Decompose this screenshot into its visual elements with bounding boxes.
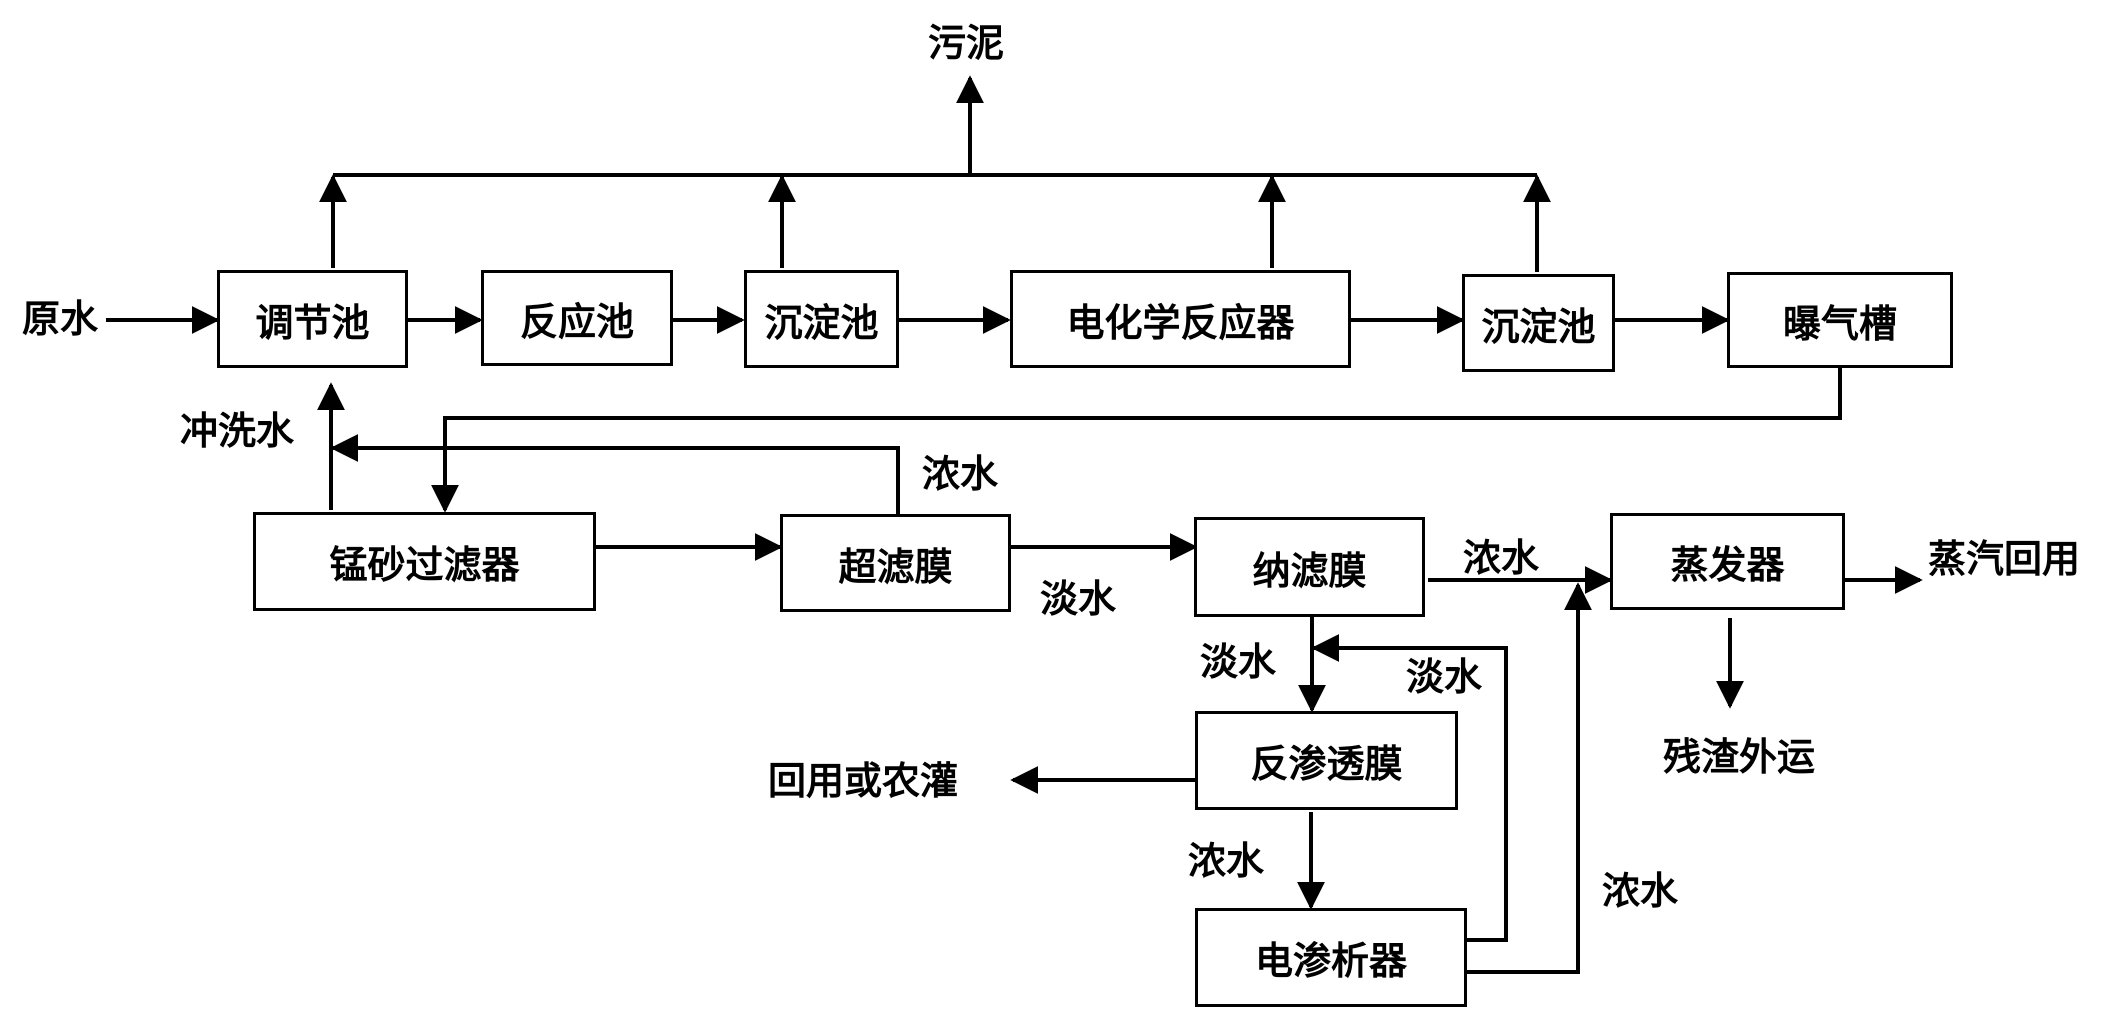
label-canzha: 残渣外运 <box>1663 735 1816 779</box>
label-huiyong: 回用或农灌 <box>768 759 959 803</box>
label-nongshui-uf: 浓水 <box>922 452 999 496</box>
node-fanshentoumo-text: 反渗透膜 <box>1250 742 1403 786</box>
node-fanyingchi: 反应池 <box>481 270 673 366</box>
node-tiaojiechi: 调节池 <box>217 270 408 368</box>
node-nalvmo-text: 纳滤膜 <box>1252 548 1367 593</box>
arrow-ed-permeate-return <box>1311 634 1508 942</box>
label-danshui-ed: 淡水 <box>1406 655 1483 699</box>
node-mengsha: 锰砂过滤器 <box>253 512 596 611</box>
node-zhengfaqi-text: 蒸发器 <box>1670 543 1785 587</box>
node-fanshentoumo: 反渗透膜 <box>1195 711 1458 810</box>
node-chendianchi-2: 沉淀池 <box>1462 274 1615 372</box>
label-chongxishui: 冲洗水 <box>180 409 295 453</box>
node-nalvmo: 纳滤膜 <box>1194 517 1425 617</box>
node-chaolvmo-text: 超滤膜 <box>838 544 953 589</box>
node-dianshenxiqi-text: 电渗析器 <box>1254 939 1407 983</box>
node-zhengfaqi: 蒸发器 <box>1610 513 1845 610</box>
node-chendianchi-2-text: 沉淀池 <box>1481 304 1596 349</box>
label-danshui-uf: 淡水 <box>1040 577 1117 621</box>
node-dianshenxiqi: 电渗析器 <box>1195 908 1467 1007</box>
label-wuni: 污泥 <box>928 21 1005 65</box>
node-dianhuaxue-text: 电化学反应器 <box>1066 300 1295 345</box>
node-mengsha-text: 锰砂过滤器 <box>329 543 520 587</box>
node-puqicao-text: 曝气槽 <box>1782 301 1897 346</box>
label-nongshui-nf: 浓水 <box>1463 536 1540 580</box>
node-fanyingchi-text: 反应池 <box>519 299 634 344</box>
arrow-puqicao-to-mengsha <box>431 365 1842 513</box>
node-chendianchi-1-text: 沉淀池 <box>764 300 879 345</box>
label-nongshui-ed: 浓水 <box>1602 869 1679 913</box>
arrow-uf-concentrate-return <box>330 434 900 515</box>
label-nongshui-ro: 浓水 <box>1188 839 1265 883</box>
label-yuanshui: 原水 <box>22 297 99 341</box>
arrow-ed-concentrate-to-evap <box>1467 582 1592 974</box>
label-danshui-nf: 淡水 <box>1200 640 1277 684</box>
node-puqicao: 曝气槽 <box>1727 272 1953 368</box>
node-tiaojiechi-text: 调节池 <box>255 300 370 345</box>
label-zhengqi: 蒸汽回用 <box>1928 537 2081 581</box>
node-chaolvmo: 超滤膜 <box>780 514 1011 612</box>
node-chendianchi-1: 沉淀池 <box>744 270 899 368</box>
node-dianhuaxue: 电化学反应器 <box>1010 270 1351 368</box>
